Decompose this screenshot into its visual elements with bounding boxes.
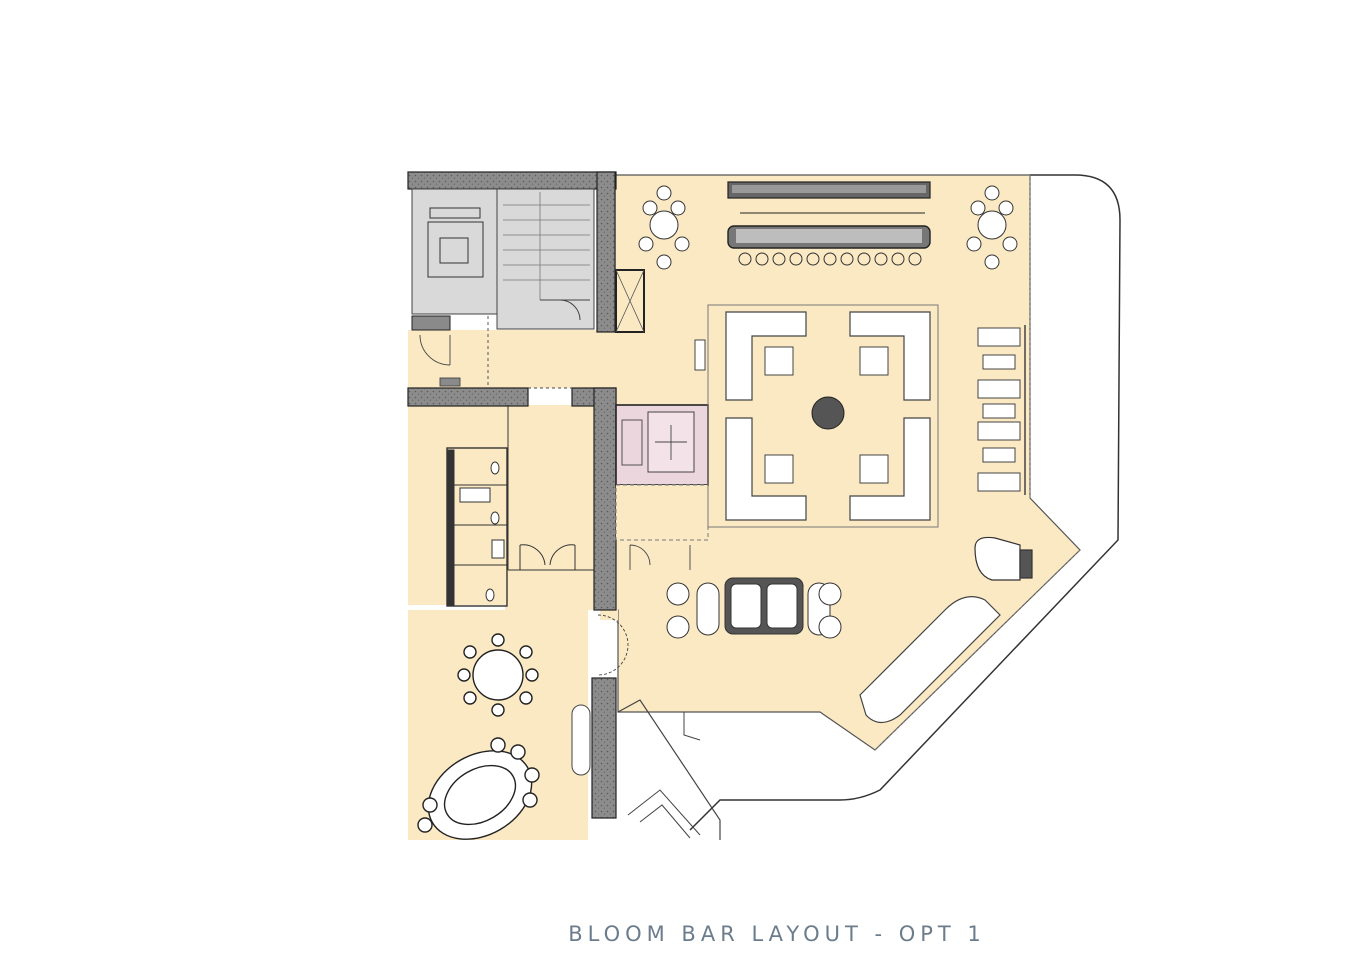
central-feature-table [811,396,845,430]
washroom-floor [408,405,508,605]
page-title: BLOOM BAR LAYOUT - OPT 1 [568,922,986,946]
bar-stool [857,252,871,266]
lift-core [615,404,709,570]
wall-lower-vertical [591,677,617,819]
bar-stool [772,252,786,266]
bar-stool [840,252,854,266]
stair-core [496,188,595,330]
corridor-floor [408,330,616,388]
bar-stool [823,252,837,266]
walls [407,171,645,819]
sofa-bottom-left [725,417,807,521]
wall-corridor-left [407,387,529,407]
round-table-top-left [638,185,690,270]
wall-central-vertical [593,387,617,611]
bar-stool [874,252,888,266]
dining-round-table [457,633,539,717]
bar-stool [806,252,820,266]
wall-top-right-stair [596,171,616,333]
coffee-table [859,346,889,376]
dining-oval-table [417,737,540,840]
terrace-lower-edge [617,699,721,840]
bar-stool [789,252,803,266]
service-room [411,188,498,331]
booth-seating-right [977,325,1026,495]
bar-stool [891,252,905,266]
lounge-platform [707,304,939,528]
sofa-bottom-right [849,417,931,521]
terrace-outline [689,174,1121,831]
terrace-glazing [874,175,1081,751]
central-long-table [666,577,842,639]
coffee-table [859,454,889,484]
curved-banquette [859,596,1001,724]
wall-top-left [407,171,617,190]
plant-equipment [427,221,484,278]
coffee-table [764,454,794,484]
sofa-top-left [725,311,807,401]
corridor-doors [419,316,572,389]
grand-piano [974,536,1033,581]
central-lounge [694,304,939,528]
sofa-top-right [849,311,931,401]
hall-doors [597,614,629,676]
lobby-floor [505,405,595,610]
washrooms [446,405,594,607]
side-bench [571,704,591,776]
bar-stool [755,252,769,266]
bar-stool [908,252,922,266]
round-table-top-right [966,185,1018,270]
lower-stair-detail [627,712,701,839]
bar-counter [727,181,931,266]
bar-stool [738,252,752,266]
coffee-table [764,346,794,376]
